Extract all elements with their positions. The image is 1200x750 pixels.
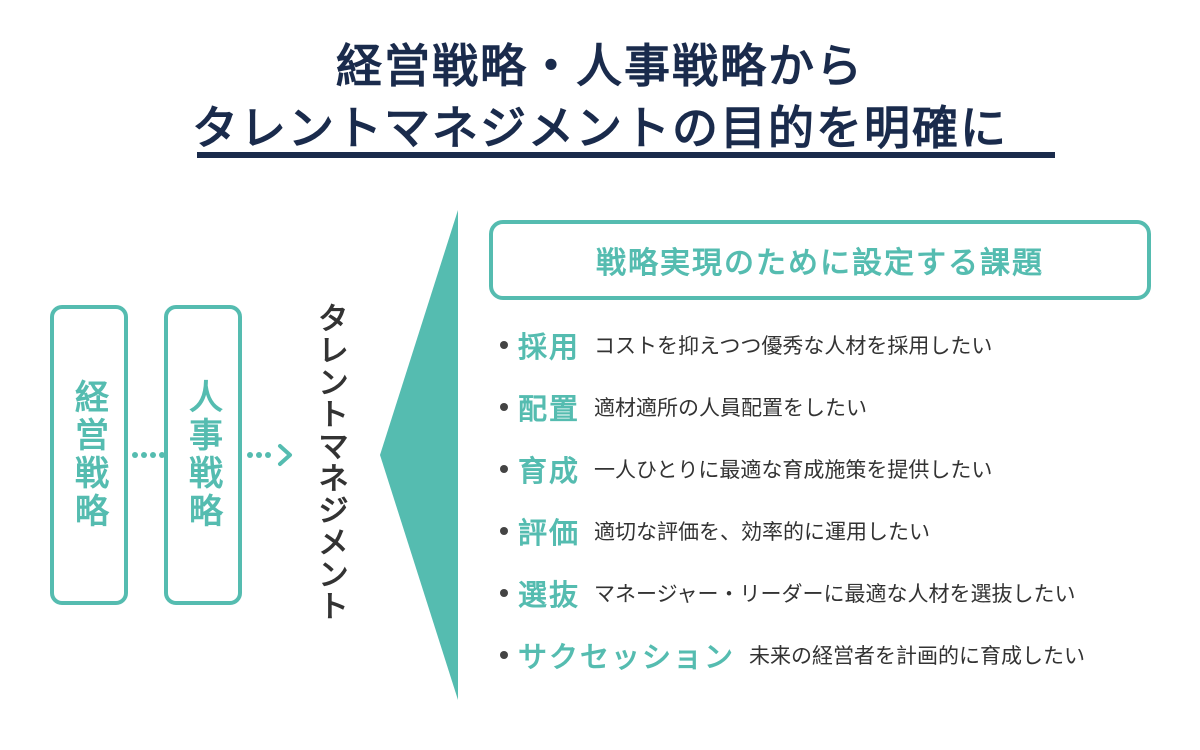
arrow-head (278, 444, 292, 466)
connector-dot (150, 452, 156, 458)
bullet-icon (500, 341, 508, 349)
funnel-shape (380, 210, 458, 700)
issue-item: 配置 適材適所の人員配置をしたい (500, 387, 867, 427)
issue-description: マネージャー・リーダーに最適な人材を選抜したい (594, 582, 1076, 606)
issue-description: 適切な評価を、効率的に運用したい (594, 520, 931, 544)
management-strategy-box: 経営戦略 (50, 305, 128, 605)
bullet-icon (500, 527, 508, 535)
issue-description: 一人ひとりに最適な育成施策を提供したい (594, 458, 993, 482)
bullet-icon (500, 589, 508, 597)
connector-dot (159, 452, 165, 458)
hr-strategy-label: 人事戦略 (182, 379, 223, 531)
talent-management-label: タレントマネジメント (312, 302, 348, 622)
connector-dot (141, 452, 147, 458)
title-line-2: タレントマネジメントの目的を明確に (192, 101, 1008, 155)
dotted-connector (132, 452, 165, 458)
issue-keyword: 育成 (518, 454, 581, 488)
issue-description: コストを抑えつつ優秀な人材を採用したい (594, 334, 993, 358)
issues-header: 戦略実現のために設定する課題 (489, 220, 1151, 300)
issue-item: 育成 一人ひとりに最適な育成施策を提供したい (500, 449, 992, 489)
arrow-dot (256, 452, 262, 458)
title-underline (197, 152, 1055, 158)
hr-strategy-box: 人事戦略 (164, 305, 242, 605)
issue-keyword: 配置 (518, 392, 581, 426)
issue-item: 選抜 マネージャー・リーダーに最適な人材を選抜したい (500, 573, 1076, 613)
bullet-icon (500, 403, 508, 411)
title-line-1: 経営戦略・人事戦略から (336, 39, 864, 93)
issue-keyword: サクセッション (518, 640, 736, 674)
issue-keyword: 選抜 (518, 578, 581, 612)
dotted-arrow-icon (247, 444, 292, 466)
arrow-dot (247, 452, 253, 458)
management-strategy-label: 経営戦略 (68, 379, 109, 531)
arrow-dot (265, 452, 271, 458)
funnel-triangle (380, 210, 458, 700)
issue-keyword: 採用 (518, 330, 581, 364)
issue-item: サクセッション 未来の経営者を計画的に育成したい (500, 635, 1085, 675)
issue-item: 採用 コストを抑えつつ優秀な人材を採用したい (500, 325, 992, 365)
issue-item: 評価 適切な評価を、効率的に運用したい (500, 511, 930, 551)
issue-keyword: 評価 (518, 516, 581, 550)
bullet-icon (500, 651, 508, 659)
bullet-icon (500, 465, 508, 473)
connector-dot (132, 452, 138, 458)
issue-description: 未来の経営者を計画的に育成したい (749, 644, 1086, 668)
issue-description: 適材適所の人員配置をしたい (594, 396, 868, 420)
